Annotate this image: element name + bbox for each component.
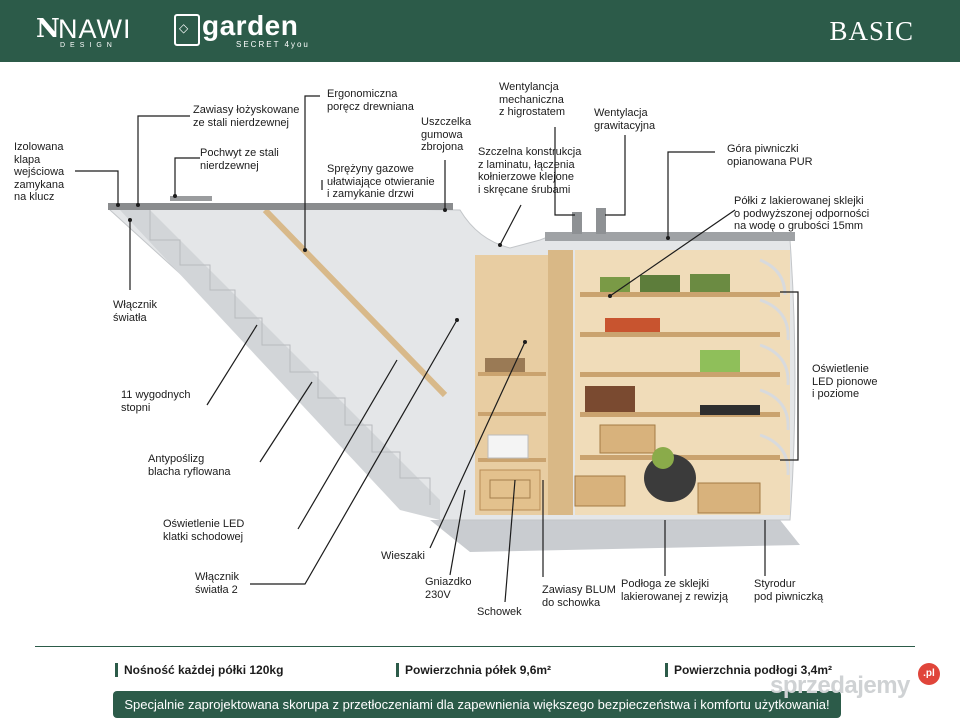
label-blum-hinges: Zawiasy BLUM do schowka <box>542 584 616 609</box>
watermark-text: sprzedajemy <box>770 672 910 699</box>
crates <box>574 424 761 514</box>
handrail <box>262 207 448 398</box>
lid-handle <box>170 196 212 201</box>
label-mechanical-vent: Wentylancja mechaniczna z higrostatem <box>499 81 566 118</box>
label-handrail: Ergonomiczna poręcz drewniana <box>327 88 414 113</box>
label-storage: Schowek <box>477 606 522 618</box>
label-rubber-seal: Uszczelka gumowa zbrojona <box>421 116 472 153</box>
footer-banner: Specjalnie zaprojektowana skorupa z prze… <box>113 691 841 718</box>
label-gas-springs: Sprężyny gazowe ułatwiające otwieranie i… <box>327 163 435 200</box>
label-hinges: Zawiasy łożyskowane ze stali nierdzewnej <box>193 104 300 129</box>
label-styrodur: Styrodur pod piwniczką <box>754 578 824 603</box>
floor-slab <box>430 520 800 552</box>
label-steel-grip: Pochwyt ze stali nierdzewnej <box>200 147 279 172</box>
label-pur-top: Góra piwniczki opianowana PUR <box>727 143 813 168</box>
shell-ribs <box>759 258 790 476</box>
label-steps: 11 wygodnych stopni <box>121 389 191 414</box>
label-stair-led: Oświetlenie LED klatki schodowej <box>163 518 245 543</box>
diamond-icon: ◇ <box>179 21 189 35</box>
vent-mechanical <box>572 212 582 234</box>
label-entrance-lid: Izolowana klapa wejściowa zamykana na kl… <box>14 141 65 203</box>
label-socket: Gniazdko 230V <box>425 576 472 601</box>
footer-divider <box>35 646 915 647</box>
nawi-logo-word: NAWI <box>58 14 132 44</box>
label-hangers: Wieszaki <box>381 550 426 562</box>
label-sealed-construction: Szczelna konstrukcja z laminatu, łączeni… <box>478 146 582 196</box>
label-floor: Podłoga ze sklejki lakierowanej z rewizj… <box>621 578 728 603</box>
garden-logo-frame-icon <box>174 14 200 46</box>
label-shelves: Półki z lakierowanej sklejki o podwyższo… <box>734 195 870 232</box>
cabbage <box>652 447 674 469</box>
label-anti-slip: Antypoślizg blacha ryflowana <box>148 453 231 478</box>
shelf-goods <box>485 274 760 459</box>
label-led-vertical: Oświetlenie LED pionowe i poziome <box>812 363 878 400</box>
header-bar: N NAWI DESIGN ◇ garden SECRET 4you BASIC <box>0 0 960 62</box>
stair-side-wall <box>120 210 440 520</box>
storage-box <box>479 469 541 511</box>
label-light-switch: Włącznik światła <box>113 299 158 324</box>
stat-shelf-load: Nośność każdej półki 120kg <box>115 663 283 677</box>
stat-floor-area: Powierzchnia podłogi 3,4m² <box>665 663 832 677</box>
storage-column <box>548 250 573 515</box>
watermark-badge: .pl <box>918 663 940 685</box>
nawi-logo-sub: DESIGN <box>60 42 117 49</box>
label-gravity-vent: Wentylacja grawitacyjna <box>594 107 656 132</box>
leader-lines <box>75 95 799 603</box>
entrance-lid <box>108 203 453 210</box>
leader-dots <box>116 194 670 344</box>
garden-logo-word: garden <box>202 10 299 41</box>
stat-shelf-area: Powierzchnia półek 9,6m² <box>396 663 551 677</box>
vent-gravity <box>596 208 606 234</box>
storage-box-grille <box>489 479 531 499</box>
garden-logo-sub: SECRET 4you <box>236 40 310 49</box>
edition-title: BASIC <box>829 16 914 46</box>
cellar-top-lid <box>545 232 795 241</box>
nawi-logo-mark: N <box>36 14 60 44</box>
label-light-switch-2: Włącznik światła 2 <box>195 571 240 596</box>
cellar-illustration <box>75 95 800 603</box>
stair-steps <box>149 210 431 505</box>
